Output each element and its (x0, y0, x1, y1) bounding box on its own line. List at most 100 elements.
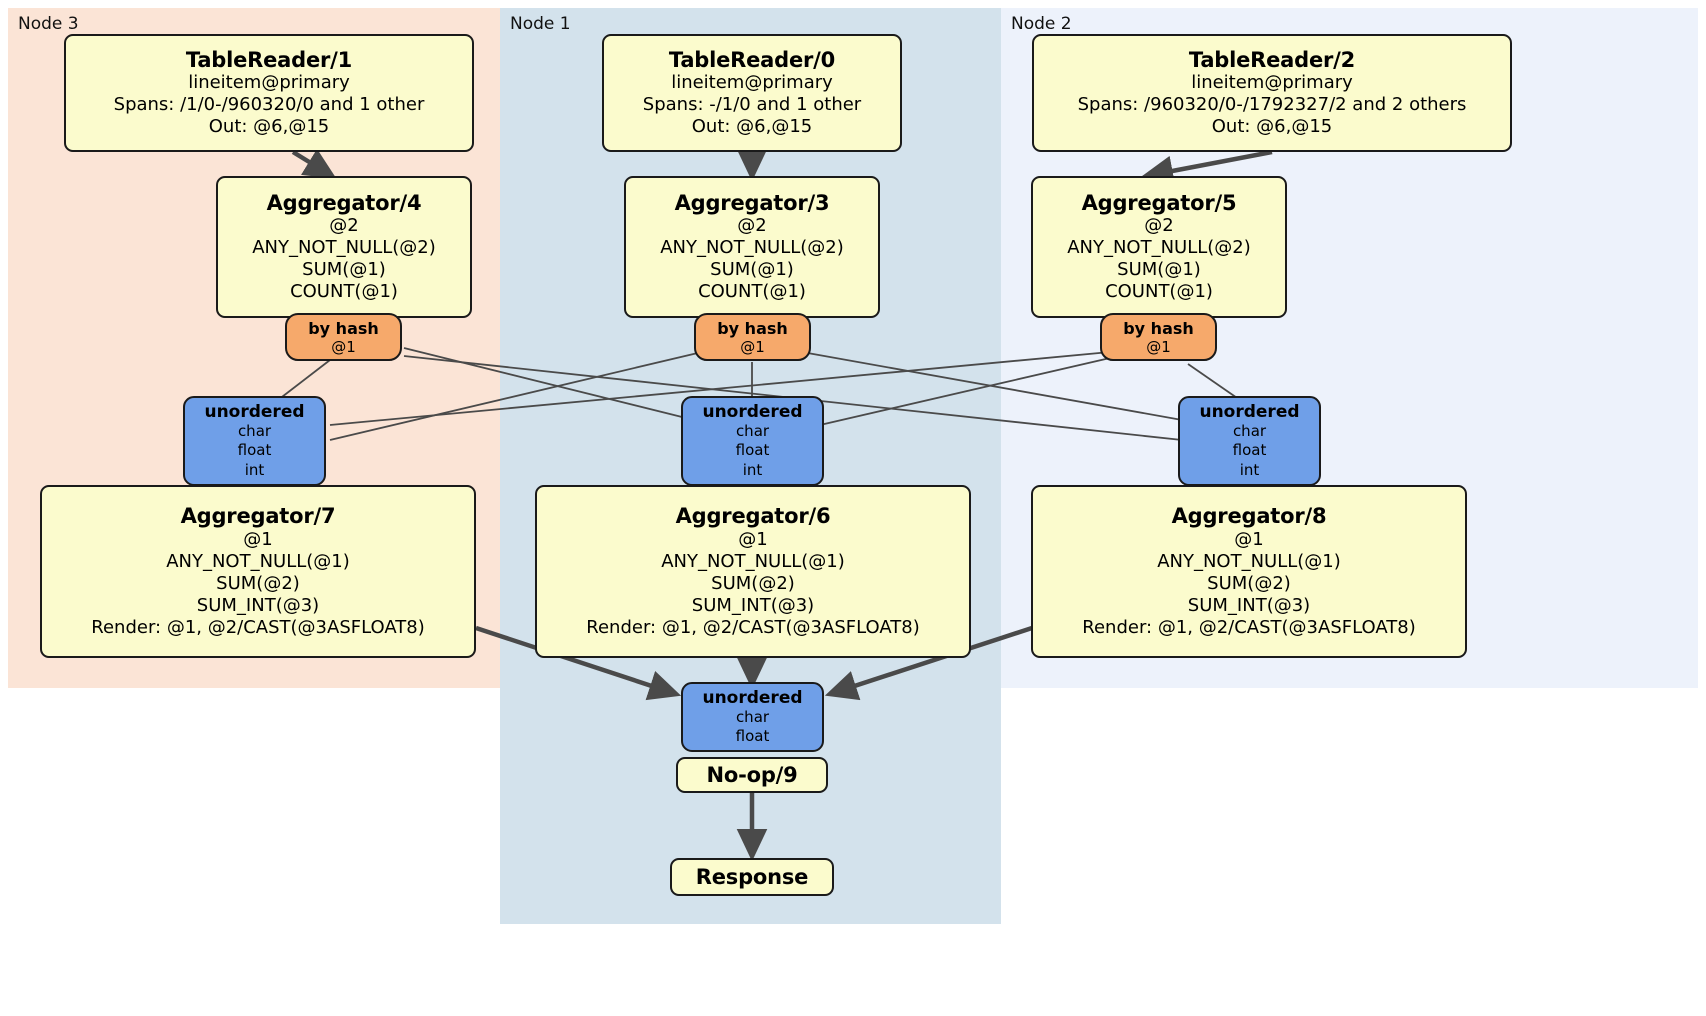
node-detail-agg2: SUM_INT(@3) (196, 594, 320, 616)
processor-response[interactable]: Response (670, 858, 834, 896)
router-hash-column: @1 (1146, 337, 1171, 356)
node-detail-agg1: SUM(@2) (711, 572, 795, 594)
node-detail-agg1: SUM(@2) (216, 572, 300, 594)
node-title: Aggregator/6 (675, 504, 831, 529)
node-detail-groupcol: @1 (1234, 529, 1264, 550)
node-detail-render: Render: @1, @2/CAST(@3ASFLOAT8) (1082, 616, 1416, 638)
synchronizer-type-1: float (237, 441, 272, 460)
synchronizer-title: unordered (1199, 402, 1300, 423)
router-by-hash-node3[interactable]: by hash @1 (285, 313, 402, 361)
node-detail-agg0: ANY_NOT_NULL(@2) (252, 237, 436, 259)
synchronizer-title: unordered (702, 402, 803, 423)
node-detail-agg1: SUM(@1) (1117, 259, 1201, 281)
edge-tr2-agg5 (1140, 149, 1273, 186)
node-detail-out: Out: @6,@15 (208, 116, 330, 138)
node-detail-render: Render: @1, @2/CAST(@3ASFLOAT8) (586, 616, 920, 638)
processor-aggregator-8[interactable]: Aggregator/8 @1 ANY_NOT_NULL(@1) SUM(@2)… (1031, 485, 1467, 658)
node-region-label: Node 3 (18, 14, 79, 34)
node-detail-groupcol: @2 (737, 215, 767, 237)
synchronizer-type-2: int (742, 460, 763, 479)
node-title: Response (695, 864, 809, 889)
processor-aggregator-7[interactable]: Aggregator/7 @1 ANY_NOT_NULL(@1) SUM(@2)… (40, 485, 476, 658)
edge-agg7-syncfinal (475, 625, 682, 701)
edge-tr1-agg4 (291, 148, 337, 179)
node-detail-spans: Spans: /1/0-/960320/0 and 1 other (113, 94, 425, 116)
node-title: TableReader/2 (1188, 47, 1356, 72)
node-detail-agg2: COUNT(@1) (698, 281, 806, 303)
node-title: TableReader/1 (185, 47, 353, 72)
synchronizer-type-1: float (735, 441, 770, 460)
router-title: by hash (308, 318, 379, 338)
node-title: Aggregator/4 (266, 190, 422, 215)
node-title: TableReader/0 (668, 47, 836, 72)
node-detail-out: Out: @6,@15 (691, 116, 813, 138)
edge-routerR-syncR (1187, 363, 1241, 401)
processor-tablereader-0[interactable]: TableReader/0 lineitem@primary Spans: -/… (602, 34, 902, 152)
edge-routerC-syncL (329, 351, 703, 441)
router-title: by hash (717, 318, 788, 338)
node-detail-agg1: SUM(@1) (710, 259, 794, 281)
router-hash-column: @1 (740, 337, 765, 356)
processor-aggregator-3[interactable]: Aggregator/3 @2 ANY_NOT_NULL(@2) SUM(@1)… (624, 176, 880, 318)
node-title: Aggregator/3 (674, 190, 830, 215)
node-detail-agg1: SUM(@2) (1207, 572, 1291, 594)
node-detail-groupcol: @2 (329, 215, 359, 237)
node-detail-agg2: COUNT(@1) (1105, 281, 1213, 303)
edge-routerL-syncL (277, 359, 331, 401)
node-detail-agg2: SUM_INT(@3) (691, 594, 815, 616)
node-detail-agg2: SUM_INT(@3) (1187, 594, 1311, 616)
node-region-label: Node 1 (510, 14, 571, 34)
synchronizer-unordered-final[interactable]: unordered char float (681, 682, 824, 752)
synchronizer-type-1: float (1232, 441, 1267, 460)
router-by-hash-node1[interactable]: by hash @1 (694, 313, 811, 361)
edge-routerL-syncC (403, 347, 687, 419)
synchronizer-unordered-node2[interactable]: unordered char float int (1178, 396, 1321, 486)
node-detail-agg0: ANY_NOT_NULL(@1) (661, 550, 845, 572)
processor-tablereader-1[interactable]: TableReader/1 lineitem@primary Spans: /1… (64, 34, 474, 152)
node-detail-groupcol: @1 (738, 529, 768, 550)
node-detail-out: Out: @6,@15 (1211, 116, 1333, 138)
node-region-label: Node 2 (1011, 14, 1072, 34)
node-title: Aggregator/8 (1171, 504, 1327, 529)
router-hash-column: @1 (331, 337, 356, 356)
processor-tablereader-2[interactable]: TableReader/2 lineitem@primary Spans: /9… (1032, 34, 1512, 152)
node-detail-groupcol: @2 (1144, 215, 1174, 237)
router-title: by hash (1123, 318, 1194, 338)
synchronizer-title: unordered (702, 687, 803, 708)
node-title: No-op/9 (706, 762, 798, 787)
synchronizer-type-0: char (237, 422, 272, 441)
synchronizer-title: unordered (204, 402, 305, 423)
router-by-hash-node2[interactable]: by hash @1 (1100, 313, 1217, 361)
processor-aggregator-6[interactable]: Aggregator/6 @1 ANY_NOT_NULL(@1) SUM(@2)… (535, 485, 971, 658)
edge-agg8-syncfinal (824, 625, 1033, 701)
node-detail-agg2: COUNT(@1) (290, 281, 398, 303)
edge-routerR-syncC (819, 357, 1111, 426)
node-detail-spans: Spans: /960320/0-/1792327/2 and 2 others (1077, 94, 1467, 116)
synchronizer-unordered-node1[interactable]: unordered char float int (681, 396, 824, 486)
node-detail-table: lineitem@primary (1191, 72, 1353, 94)
synchronizer-type-2: int (244, 460, 265, 479)
node-title: Aggregator/7 (180, 504, 336, 529)
node-detail-agg0: ANY_NOT_NULL(@1) (166, 550, 350, 572)
synchronizer-type-2: int (1239, 460, 1260, 479)
node-detail-agg0: ANY_NOT_NULL(@2) (1067, 237, 1251, 259)
processor-noop-9[interactable]: No-op/9 (676, 757, 828, 793)
node-detail-render: Render: @1, @2/CAST(@3ASFLOAT8) (91, 616, 425, 638)
synchronizer-type-0: char (1232, 422, 1267, 441)
edge-routerR-syncL (329, 351, 1111, 426)
node-detail-spans: Spans: -/1/0 and 1 other (642, 94, 862, 116)
node-detail-agg0: ANY_NOT_NULL(@1) (1157, 550, 1341, 572)
node-detail-agg0: ANY_NOT_NULL(@2) (660, 237, 844, 259)
synchronizer-type-0: char (735, 422, 770, 441)
synchronizer-unordered-node3[interactable]: unordered char float int (183, 396, 326, 486)
node-detail-agg1: SUM(@1) (302, 259, 386, 281)
node-detail-table: lineitem@primary (188, 72, 350, 94)
node-detail-table: lineitem@primary (671, 72, 833, 94)
processor-aggregator-4[interactable]: Aggregator/4 @2 ANY_NOT_NULL(@2) SUM(@1)… (216, 176, 472, 318)
synchronizer-type-0: char (735, 707, 770, 726)
processor-aggregator-5[interactable]: Aggregator/5 @2 ANY_NOT_NULL(@2) SUM(@1)… (1031, 176, 1287, 318)
node-detail-groupcol: @1 (243, 529, 273, 550)
synchronizer-type-1: float (735, 727, 770, 745)
